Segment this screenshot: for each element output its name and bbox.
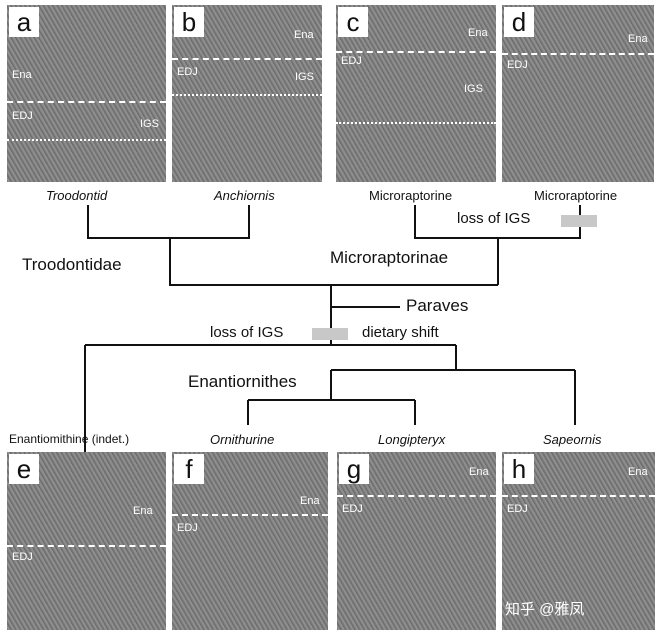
edj-label: EDJ [341, 55, 362, 67]
panel-f: f Ena EDJ [172, 452, 328, 630]
panel-letter: d [504, 7, 534, 37]
edj-line [7, 101, 166, 103]
edj-label: EDJ [177, 66, 198, 78]
loss-igs-label: loss of IGS [210, 324, 284, 341]
panel-letter: f [174, 454, 204, 484]
ena-label: Ena [294, 29, 314, 41]
panel-letter: b [174, 7, 204, 37]
clade-microraptorinae: Microraptorinae [330, 248, 449, 267]
taxon-label: Anchiornis [214, 188, 275, 203]
panel-letter: h [504, 454, 534, 484]
clade-enantiornithes: Enantiornithes [188, 372, 297, 391]
panel-letter: g [339, 454, 369, 484]
edj-label: EDJ [12, 551, 33, 563]
panel-b: b Ena EDJ IGS [172, 5, 322, 182]
loss-igs-label: loss of IGS [457, 210, 531, 227]
panel-letter: c [338, 7, 368, 37]
edj-line [336, 51, 496, 53]
panel-e: e Ena EDJ [7, 452, 166, 630]
edj-line [502, 53, 654, 55]
loss-igs-bar [312, 328, 348, 340]
edj-line [337, 495, 496, 497]
panel-d: d Ena EDJ [502, 5, 654, 182]
taxon-label: Sapeornis [543, 432, 602, 447]
ena-label: Ena [300, 495, 320, 507]
panel-a: a Ena EDJ IGS [7, 5, 166, 182]
igs-line [172, 94, 322, 96]
ena-label: Ena [469, 466, 489, 478]
ena-label: Ena [628, 33, 648, 45]
igs-label: IGS [295, 71, 314, 83]
igs-line [7, 139, 166, 141]
igs-label: IGS [464, 83, 483, 95]
edj-label: EDJ [507, 59, 528, 71]
igs-line [336, 122, 496, 124]
panel-h: h Ena EDJ [502, 452, 655, 630]
panel-letter: e [9, 454, 39, 484]
panel-g: g Ena EDJ [337, 452, 496, 630]
ena-label: Ena [628, 466, 648, 478]
clade-paraves: Paraves [406, 296, 469, 315]
panel-c: c Ena EDJ IGS [336, 5, 496, 182]
edj-line [172, 58, 322, 60]
dietary-shift-label: dietary shift [362, 324, 439, 341]
ena-label: Ena [133, 505, 153, 517]
watermark: 知乎 @雅凤 [505, 601, 585, 618]
taxon-label: Ornithurine [210, 432, 275, 447]
taxon-label: Microraptorine [534, 188, 618, 203]
panel-letter: a [9, 7, 39, 37]
ena-label: Ena [468, 27, 488, 39]
edj-label: EDJ [177, 522, 198, 534]
igs-label: IGS [140, 118, 159, 130]
edj-line [502, 495, 655, 497]
taxon-label: Longipteryx [378, 432, 446, 447]
taxon-label: Enantiomithine (indet.) [9, 432, 130, 446]
taxon-label: Microraptorine [369, 188, 453, 203]
edj-line [7, 545, 166, 547]
edj-label: EDJ [507, 503, 528, 515]
taxon-label: Troodontid [46, 188, 108, 203]
edj-label: EDJ [12, 110, 33, 122]
loss-igs-bar [561, 215, 597, 227]
clade-troodontidae: Troodontidae [22, 255, 122, 274]
edj-line [172, 514, 328, 516]
edj-label: EDJ [342, 503, 363, 515]
ena-label: Ena [12, 69, 32, 81]
